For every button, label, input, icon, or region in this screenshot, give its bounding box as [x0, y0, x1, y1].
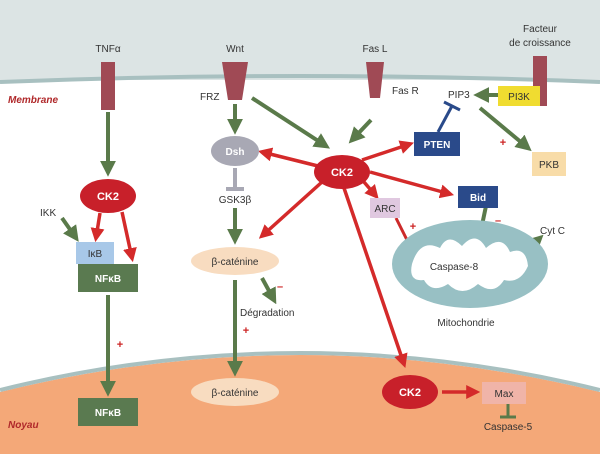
dsh-label: Dsh — [226, 147, 245, 158]
nuclear-envelope — [0, 351, 600, 392]
arrow-wnt-ck2 — [250, 96, 331, 149]
wnt-receptor — [222, 62, 248, 100]
caspase5-label: Caspase-5 — [484, 422, 533, 433]
pkb-box — [532, 152, 566, 176]
arrow-catenin-degradation — [260, 277, 277, 305]
ikb-label: IκB — [88, 249, 103, 260]
ck2-center-node — [314, 155, 370, 189]
arrow-ck2left-nfkb — [120, 211, 137, 263]
max-label: Max — [495, 389, 514, 400]
tnf-receptor — [101, 62, 115, 110]
nfkb-label: NFκB — [95, 274, 121, 285]
ck2-left-node — [80, 179, 136, 213]
ikb-box — [76, 242, 114, 264]
receptors — [101, 56, 547, 110]
beta-catenin-pill — [191, 247, 279, 275]
arrow-ck2-arc — [362, 180, 379, 200]
nfkb-nucleus-box — [78, 398, 138, 426]
tnf-label: TNFα — [95, 44, 120, 55]
caspase8-label: Caspase-8 — [430, 262, 479, 273]
beta-catenin-label: β-caténine — [212, 257, 259, 268]
pten-label: PTEN — [424, 140, 451, 151]
nucleus-label: Noyau — [8, 420, 39, 431]
arrow-ck2-dsh — [257, 147, 319, 168]
arrow-ck2-catenin — [258, 180, 324, 239]
beta-catenin-nucleus-pill — [191, 378, 279, 406]
gsk-label: GSK3β — [219, 195, 252, 206]
pkb-label: PKB — [539, 160, 559, 171]
bid-label: Bid — [470, 193, 486, 204]
degradation-label: Dégradation — [240, 308, 294, 319]
max-box — [482, 382, 526, 404]
ikk-label: IKK — [40, 208, 56, 219]
arrow-pip3-pkb — [478, 106, 532, 152]
fasr-label: Fas R — [392, 86, 419, 97]
pi3k-box — [498, 86, 540, 106]
arc-label: ARC — [374, 204, 395, 215]
pi3k-label: PI3K — [508, 92, 530, 103]
plus-sign-pkb: + — [500, 137, 506, 149]
cytc-label: Cyt C — [540, 226, 565, 237]
arrow-ck2-bid — [369, 170, 455, 199]
plus-sign-catenin: + — [243, 325, 249, 337]
growth-factor-label-1: Facteur — [523, 24, 558, 35]
ck2-center-label: CK2 — [331, 167, 353, 179]
minus-sign-bid: – — [495, 215, 501, 227]
extracellular-band — [0, 0, 600, 80]
pten-box — [414, 132, 460, 156]
ck2-nucleus-label: CK2 — [399, 387, 421, 399]
beta-catenin-nucleus-label: β-caténine — [212, 388, 259, 399]
nucleus-region — [0, 355, 600, 454]
plus-sign-nfkb: + — [117, 339, 123, 351]
arrow-ck2-pten — [361, 140, 414, 162]
membrane-line — [0, 74, 600, 84]
arrow-fasl-ck2 — [348, 118, 373, 144]
nfkb-box — [78, 264, 138, 292]
nfkb-nucleus-label: NFκB — [95, 408, 121, 419]
mitochondrie-label: Mitochondrie — [437, 318, 495, 329]
arrow-ck2left-ikb — [90, 212, 105, 243]
minus-sign-degradation: – — [277, 281, 283, 293]
frz-label: FRZ — [200, 92, 219, 103]
pip3-label: PIP3 — [448, 90, 470, 101]
wnt-label: Wnt — [226, 44, 244, 55]
membrane-label: Membrane — [8, 95, 58, 106]
ck2-arrows — [90, 140, 481, 399]
ck2-nucleus-node — [382, 375, 438, 409]
plus-sign-arc: + — [410, 221, 416, 233]
growth-factor-label-2: de croissance — [509, 38, 571, 49]
dsh-node — [211, 136, 259, 166]
arrow-ck2-ck2nucleus — [342, 187, 408, 368]
arrow-ikk-ikb — [60, 216, 79, 242]
bid-box — [458, 186, 498, 208]
arc-box — [370, 198, 400, 218]
ck2-left-label: CK2 — [97, 191, 119, 203]
inhibit-pten-pip3 — [436, 105, 454, 133]
fasl-label: Fas L — [362, 44, 387, 55]
mitochondrion — [392, 220, 548, 308]
fasl-receptor — [366, 62, 384, 98]
